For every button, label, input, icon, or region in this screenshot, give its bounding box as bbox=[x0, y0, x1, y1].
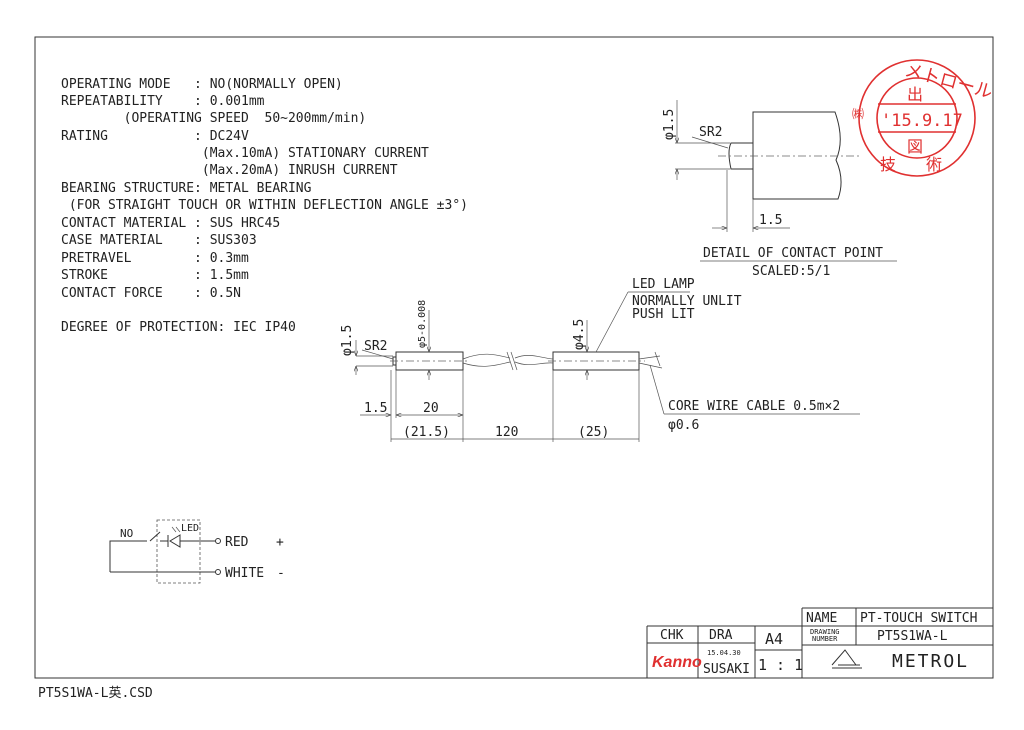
title-block: NAME PT-TOUCH SWITCH DRAWING NUMBER PT5S… bbox=[646, 607, 993, 678]
stamp-company-mark: ㈱ bbox=[852, 107, 864, 121]
spec-line: OPERATING MODE : NO(NORMALLY OPEN) bbox=[61, 77, 343, 92]
name-label: NAME bbox=[806, 611, 837, 626]
cable-diameter: φ0.6 bbox=[668, 418, 699, 433]
name-value: PT-TOUCH SWITCH bbox=[860, 611, 977, 626]
detail-title: DETAIL OF CONTACT POINT bbox=[703, 246, 883, 261]
wire-red-label: RED bbox=[225, 535, 249, 550]
detail-diameter-label: φ1.5 bbox=[662, 109, 677, 140]
paper-size: A4 bbox=[765, 630, 783, 648]
spec-line: (FOR STRAIGHT TOUCH OR WITHIN DEFLECTION… bbox=[61, 198, 468, 213]
spec-line: CONTACT MATERIAL : SUS HRC45 bbox=[61, 216, 280, 231]
wire-red-polarity: + bbox=[276, 535, 284, 550]
wire-white-label: WHITE bbox=[225, 566, 264, 581]
body-diameter-label: φ5-0.008 bbox=[417, 300, 428, 348]
spec-line: CASE MATERIAL : SUS303 bbox=[61, 233, 257, 248]
tip-diameter-label: φ1.5 bbox=[340, 325, 355, 356]
circuit-no-label: NO bbox=[120, 527, 133, 540]
approval-stamp: メトロール ㈱ 出 '15.9.17 図 技術 bbox=[852, 59, 995, 177]
spec-line: STROKE : 1.5mm bbox=[61, 268, 249, 283]
contact-point-detail: φ1.5 SR2 1.5 DETAIL OF CONTACT POINT SCA… bbox=[662, 100, 897, 279]
drawing-scale: 1 : 1 bbox=[758, 656, 803, 674]
main-view: φ1.5 SR2 φ5-0.008 φ4.5 LED LAMP NORMALLY… bbox=[340, 277, 860, 442]
spec-line: PRETRAVEL : 0.3mm bbox=[61, 251, 249, 266]
spec-line: CONTACT FORCE : 0.5N bbox=[61, 286, 241, 301]
led-diameter-label: φ4.5 bbox=[572, 319, 587, 350]
spec-line: BEARING STRUCTURE: METAL BEARING bbox=[61, 181, 312, 196]
cable-label: CORE WIRE CABLE 0.5m×2 bbox=[668, 399, 840, 414]
led-lamp-label: LED LAMP bbox=[632, 277, 695, 292]
stamp-bottom-text: 技術 bbox=[880, 155, 972, 174]
chk-label: CHK bbox=[660, 628, 684, 643]
detail-length-label: 1.5 bbox=[759, 213, 782, 228]
circuit-led-label: LED bbox=[181, 523, 199, 534]
tip-sr-label: SR2 bbox=[364, 339, 387, 354]
drawn-date: 15.04.30 bbox=[707, 649, 741, 657]
drawing-number: PT5S1WA-L bbox=[877, 629, 948, 644]
wire-white-polarity: - bbox=[277, 566, 285, 581]
detail-sr-label: SR2 bbox=[699, 125, 722, 140]
stamp-label-bottom: 図 bbox=[907, 137, 923, 156]
led-note-unlit: NORMALLY UNLIT bbox=[632, 294, 742, 309]
protection-rating: DEGREE OF PROTECTION: IEC IP40 bbox=[61, 320, 296, 335]
spec-line: (OPERATING SPEED 50~200mm/min) bbox=[61, 111, 366, 126]
drawing-border bbox=[34, 36, 994, 679]
drawing-number-label: DRAWING bbox=[810, 628, 840, 636]
company-logo-icon bbox=[831, 649, 862, 669]
circuit-diagram: NO LED RED + WHITE - bbox=[109, 519, 285, 584]
file-name: PT5S1WA-L英.CSD bbox=[38, 686, 153, 701]
spec-line: (Max.10mA) STATIONARY CURRENT bbox=[61, 146, 429, 161]
dim-tip-length: 1.5 bbox=[364, 401, 387, 416]
company-name: METROL bbox=[892, 651, 969, 672]
dim-cable-length: 120 bbox=[495, 425, 518, 440]
detail-scale: SCALED:5/1 bbox=[752, 264, 830, 279]
stamp-date: '15.9.17 bbox=[881, 111, 963, 131]
dim-led-length: (25) bbox=[578, 425, 609, 440]
spec-line: REPEATABILITY : 0.001mm bbox=[61, 94, 265, 109]
checker-signature: Kanno bbox=[652, 654, 702, 671]
dim-body-length: 20 bbox=[423, 401, 439, 416]
stamp-label-top: 出 bbox=[907, 85, 923, 104]
dim-total-body-length: (21.5) bbox=[403, 425, 450, 440]
drawn-by: SUSAKI bbox=[703, 662, 750, 677]
dra-label: DRA bbox=[709, 628, 733, 643]
led-note-push-lit: PUSH LIT bbox=[632, 307, 695, 322]
spec-line: RATING : DC24V bbox=[61, 129, 249, 144]
spec-line: (Max.20mA) INRUSH CURRENT bbox=[61, 163, 398, 178]
drawing-number-label: NUMBER bbox=[812, 635, 838, 643]
specifications: OPERATING MODE : NO(NORMALLY OPEN) REPEA… bbox=[61, 77, 468, 335]
